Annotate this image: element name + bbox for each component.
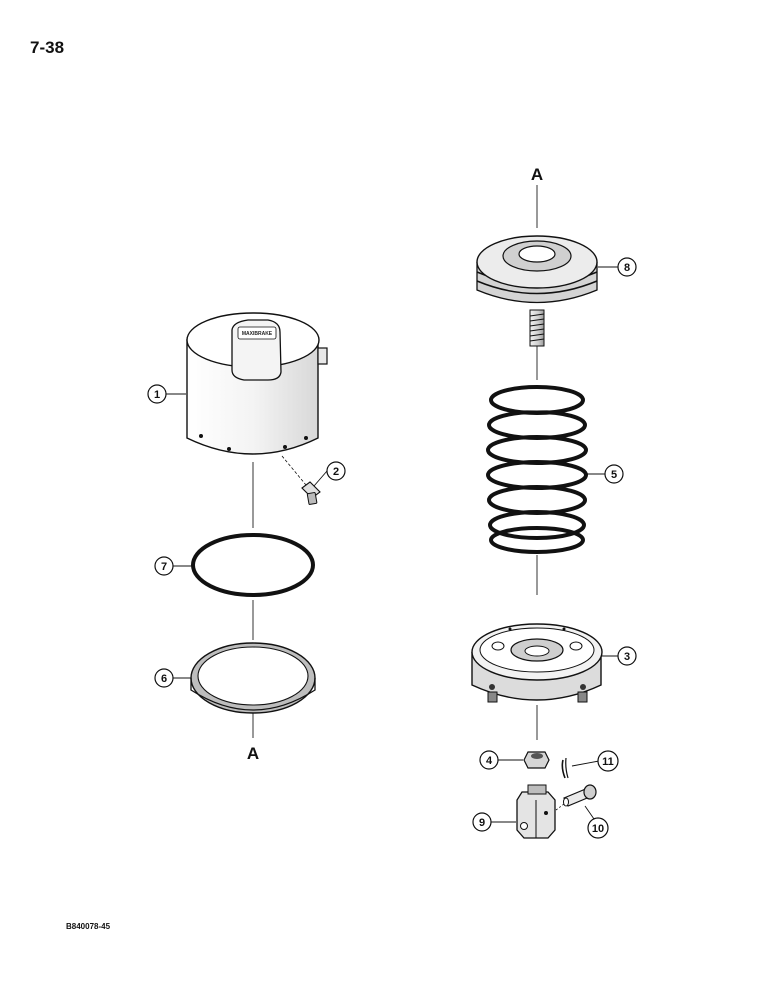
callout-4: 4 bbox=[479, 750, 499, 770]
spring-seat bbox=[471, 623, 603, 703]
spring bbox=[486, 385, 588, 554]
o-ring bbox=[191, 533, 315, 597]
svg-text:7: 7 bbox=[161, 561, 167, 573]
callout-9: 9 bbox=[472, 812, 492, 832]
callout-10: 10 bbox=[587, 817, 609, 839]
callout-6: 6 bbox=[154, 668, 174, 688]
document-code: B840078-45 bbox=[66, 922, 111, 931]
piston bbox=[476, 235, 598, 347]
svg-text:3: 3 bbox=[624, 651, 630, 663]
cotter-pin bbox=[561, 757, 569, 779]
svg-text:5: 5 bbox=[611, 469, 617, 481]
svg-text:11: 11 bbox=[602, 756, 614, 768]
nut bbox=[523, 751, 550, 769]
brake-housing: MAXIBRAKE bbox=[186, 312, 328, 455]
svg-text:2: 2 bbox=[333, 466, 339, 478]
svg-text:10: 10 bbox=[592, 823, 604, 835]
clevis bbox=[516, 784, 556, 839]
svg-text:8: 8 bbox=[624, 262, 630, 274]
svg-text:1: 1 bbox=[154, 389, 160, 401]
assembly-label-a-bottom: A bbox=[247, 744, 259, 763]
callout-11: 11 bbox=[597, 750, 619, 772]
seal-ring bbox=[190, 642, 316, 714]
brand-plate: MAXIBRAKE bbox=[242, 331, 273, 337]
assembly-label-a-top: A bbox=[531, 165, 543, 184]
clevis-pin bbox=[555, 784, 597, 811]
page-number: 7-38 bbox=[30, 38, 65, 57]
svg-text:6: 6 bbox=[161, 673, 167, 685]
callout-5: 5 bbox=[604, 464, 624, 484]
svg-text:4: 4 bbox=[486, 755, 493, 767]
callout-3: 3 bbox=[617, 646, 637, 666]
callout-7: 7 bbox=[154, 556, 174, 576]
leader-lines bbox=[166, 266, 618, 823]
callout-2: 2 bbox=[326, 461, 346, 481]
bolt bbox=[281, 455, 321, 505]
svg-text:9: 9 bbox=[479, 817, 485, 829]
callout-1: 1 bbox=[147, 384, 167, 404]
callout-8: 8 bbox=[617, 257, 637, 277]
